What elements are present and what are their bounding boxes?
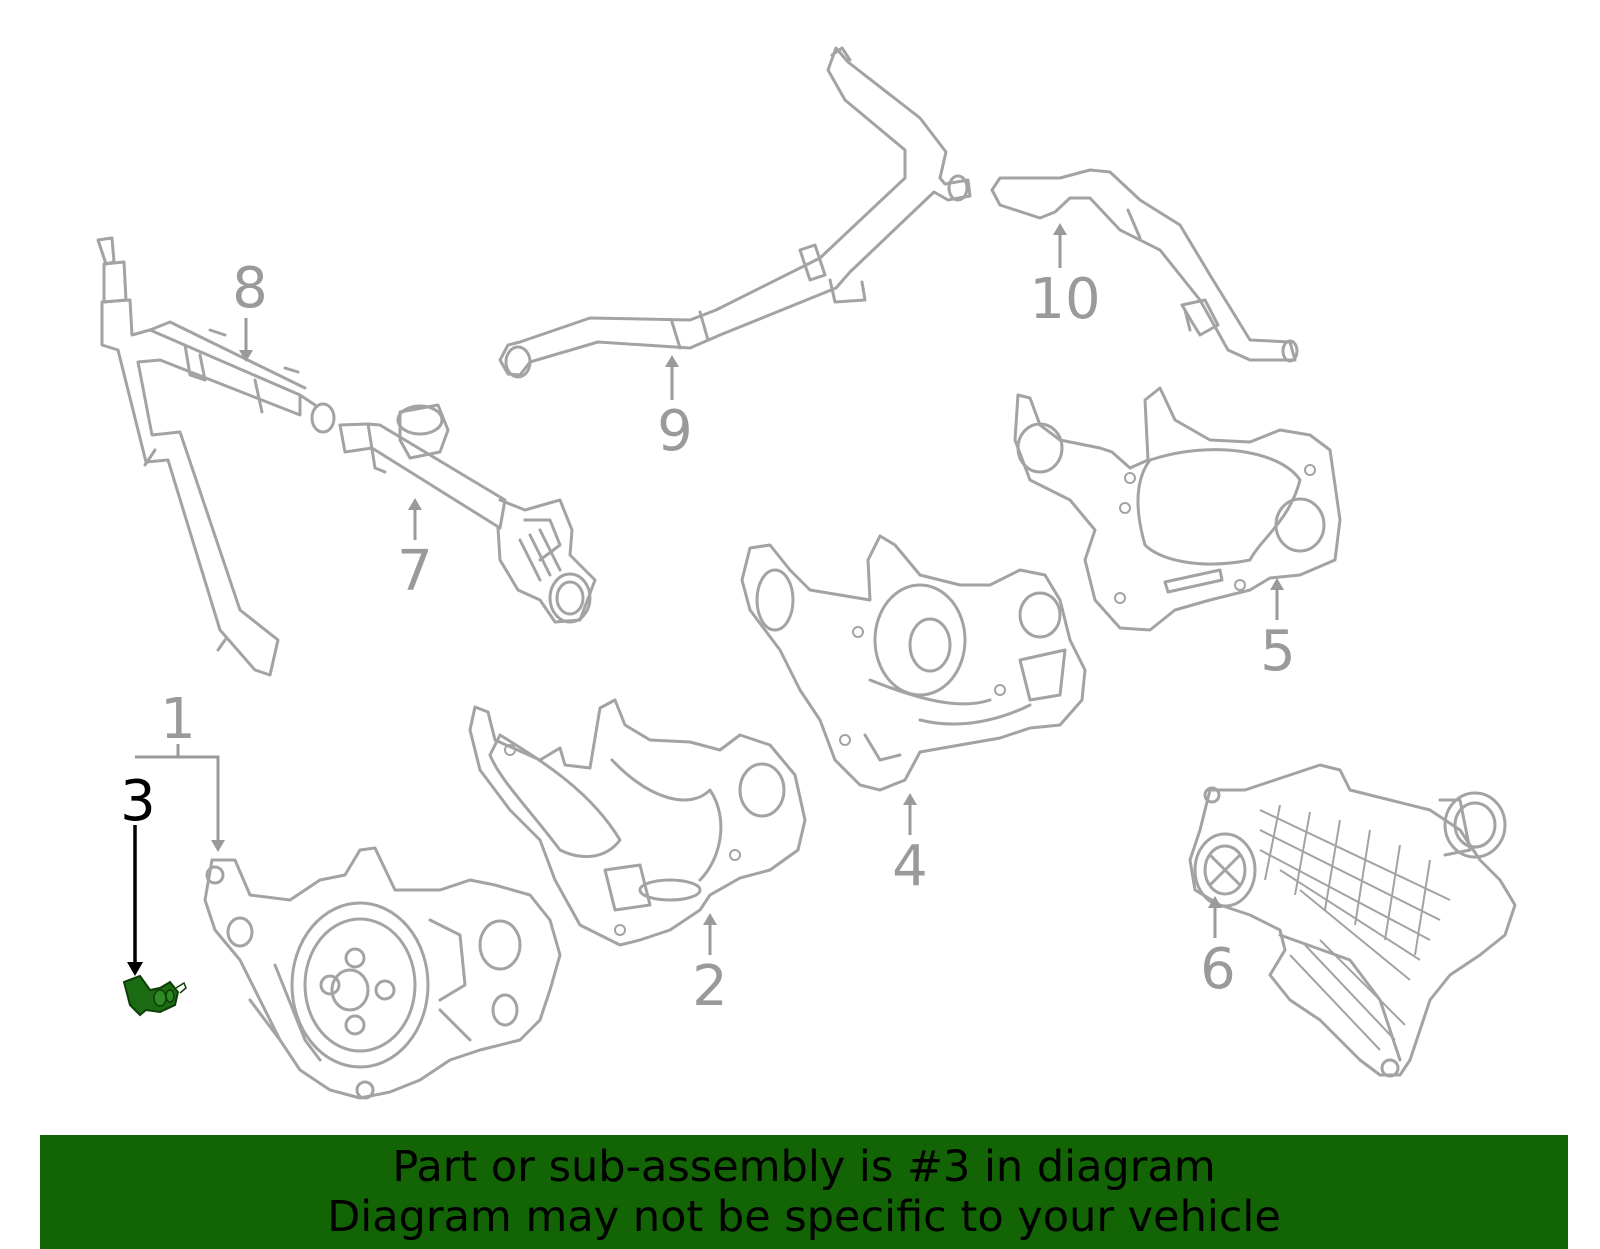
banner-line-part-number: Part or sub-assembly is #3 in diagram xyxy=(392,1142,1216,1192)
callout-labels: 8 7 9 10 5 4 2 6 1 3 xyxy=(120,256,1296,1019)
part-8-coolant-pipe[interactable] xyxy=(96,236,336,677)
callout-4: 4 xyxy=(892,834,928,899)
callout-8: 8 xyxy=(232,256,268,321)
callout-5: 5 xyxy=(1260,619,1296,684)
part-10-coolant-hose[interactable] xyxy=(990,168,1299,363)
part-5-gasket[interactable] xyxy=(1013,386,1342,632)
callout-6: 6 xyxy=(1200,937,1236,1002)
callout-3-highlighted: 3 xyxy=(120,769,156,834)
part-6-water-outlet-housing[interactable] xyxy=(1188,763,1517,1078)
banner-line-disclaimer: Diagram may not be specific to your vehi… xyxy=(327,1192,1281,1242)
part-4-timing-cover[interactable] xyxy=(740,534,1087,792)
callout-leaders xyxy=(127,223,1284,976)
callout-1: 1 xyxy=(160,687,196,752)
part-1-water-pump[interactable] xyxy=(203,846,562,1100)
callout-9: 9 xyxy=(657,399,693,464)
part-2-gasket-plate[interactable] xyxy=(468,698,807,947)
callout-2: 2 xyxy=(692,954,728,1019)
info-banner: Part or sub-assembly is #3 in diagram Di… xyxy=(40,1135,1568,1249)
callout-7: 7 xyxy=(397,539,433,604)
part-9-coolant-tube[interactable] xyxy=(498,46,972,379)
callout-10: 10 xyxy=(1029,267,1100,332)
part-7-thermostat-housing[interactable] xyxy=(338,403,597,624)
part-3-sensor-highlighted[interactable] xyxy=(122,974,187,1017)
